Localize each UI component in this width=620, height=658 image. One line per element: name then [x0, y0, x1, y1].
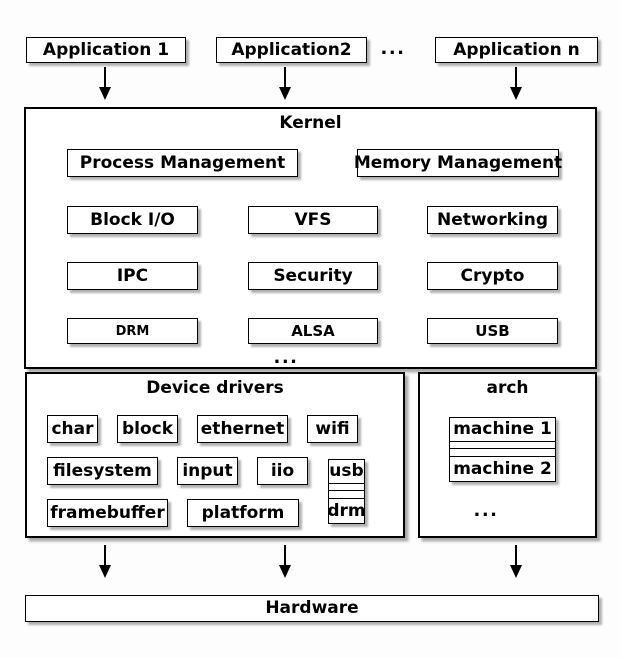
arrow-head-icon: [99, 87, 111, 100]
stack-empty-row: [329, 483, 364, 490]
char-driver-box: char: [47, 415, 98, 443]
input-driver-box: input: [177, 457, 238, 485]
wifi-driver-box: wifi: [307, 415, 358, 443]
application-1-box: Application 1: [26, 37, 186, 63]
arrow-appn-to-kernel: [510, 67, 522, 100]
usb-drm-stack: usb drm: [327, 459, 366, 524]
arrow-app1-to-kernel: [99, 67, 111, 100]
stack-empty-row: [329, 490, 364, 498]
arrow-head-icon: [279, 565, 291, 578]
application-n-box: Application n: [435, 37, 598, 63]
device-drivers-title: Device drivers: [146, 378, 284, 398]
iio-driver-box: iio: [257, 457, 308, 485]
arch-title: arch: [486, 378, 529, 398]
arrow-drivers-to-hardware-2: [279, 545, 291, 578]
machine-1-cell: machine 1: [453, 419, 552, 439]
arrow-shaft: [104, 67, 106, 87]
machine-stack: machine 1 machine 2: [449, 417, 556, 482]
stack-empty-row: [450, 441, 555, 448]
arch-panel: arch machine 1 machine 2 ...: [418, 372, 597, 538]
stack-empty-row: [450, 448, 555, 456]
kernel-title: Kernel: [279, 113, 342, 133]
kernel-ellipsis: ...: [273, 347, 299, 368]
arrow-shaft: [104, 545, 106, 565]
arrow-shaft: [515, 67, 517, 87]
arrow-head-icon: [510, 565, 522, 578]
filesystem-driver-box: filesystem: [47, 457, 158, 485]
arrow-drivers-to-hardware-1: [99, 545, 111, 578]
ipc-box: IPC: [67, 262, 198, 290]
vfs-box: VFS: [248, 206, 378, 234]
security-box: Security: [248, 262, 378, 290]
machine-2-cell: machine 2: [450, 456, 555, 481]
ethernet-driver-box: ethernet: [197, 415, 288, 443]
application-2-box: Application2: [216, 37, 367, 63]
usb-box: USB: [427, 318, 558, 344]
kernel-panel: Kernel Process Management Memory Managem…: [24, 107, 597, 369]
usb-driver-cell: usb: [329, 461, 364, 481]
framebuffer-driver-box: framebuffer: [47, 499, 168, 527]
block-io-box: Block I/O: [67, 206, 198, 234]
arrow-arch-to-hardware: [510, 545, 522, 578]
process-management-box: Process Management: [67, 149, 298, 177]
alsa-box: ALSA: [248, 318, 378, 344]
block-driver-box: block: [117, 415, 178, 443]
crypto-box: Crypto: [427, 262, 558, 290]
arch-ellipsis: ...: [473, 500, 499, 521]
memory-management-box: Memory Management: [354, 149, 562, 177]
networking-box: Networking: [427, 206, 558, 234]
arrow-shaft: [515, 545, 517, 565]
arrow-head-icon: [510, 87, 522, 100]
arrow-head-icon: [279, 87, 291, 100]
platform-driver-box: platform: [187, 499, 299, 527]
device-drivers-panel: Device drivers char block ethernet wifi …: [25, 372, 405, 538]
arrow-app2-to-kernel: [279, 67, 291, 100]
arrow-shaft: [284, 545, 286, 565]
hardware-box: Hardware: [25, 595, 599, 622]
arrow-shaft: [284, 67, 286, 87]
drm-box: DRM: [67, 318, 198, 344]
arrow-head-icon: [99, 565, 111, 578]
drm-driver-cell: drm: [327, 498, 366, 523]
applications-ellipsis: ...: [380, 38, 406, 59]
